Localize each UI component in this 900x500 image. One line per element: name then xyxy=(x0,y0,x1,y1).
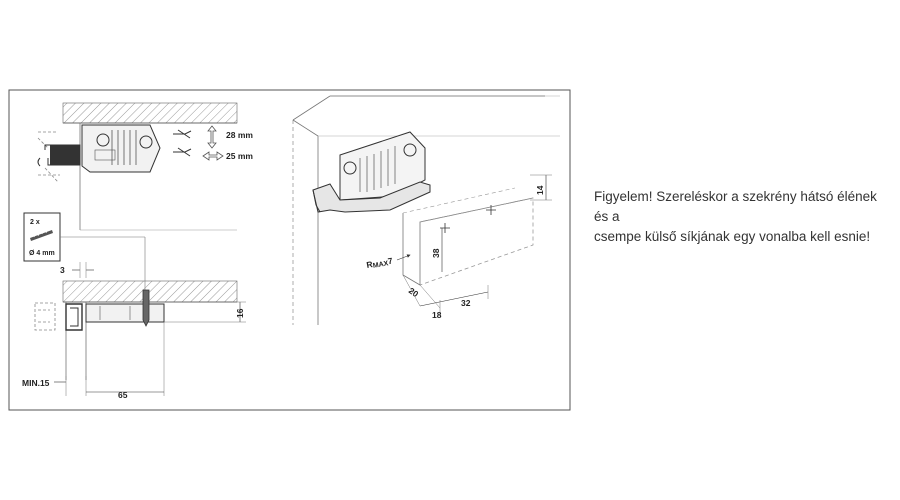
dim-32: 32 xyxy=(461,298,471,308)
top-cabinet-hatch xyxy=(62,102,238,124)
note-line-2: csempe külső síkjának egy vonalba kell e… xyxy=(594,229,871,244)
dim-3: 3 xyxy=(60,265,65,275)
dim-20: 20 xyxy=(407,285,421,299)
screw-icon xyxy=(142,289,150,327)
radius-prefix: R xyxy=(366,259,374,270)
dim-28mm: 28 mm xyxy=(226,130,253,140)
top-left-detail: 28 mm 25 mm xyxy=(37,102,253,231)
dim-14: 14 xyxy=(535,185,545,195)
dim-25mm: 25 mm xyxy=(226,151,253,161)
mounting-note: Figyelem! Szereléskor a szekrény hátsó é… xyxy=(594,187,894,247)
dim-16: 16 xyxy=(235,308,245,318)
drawing-frame xyxy=(8,89,571,411)
screw-count-label: 2 x xyxy=(30,219,40,226)
adjust-arrows-icon xyxy=(202,125,224,161)
screw-diameter-label: Ø 4 mm xyxy=(29,250,55,257)
bottom-left-detail: 3 16 MIN.15 65 xyxy=(22,262,246,400)
isometric-detail: 14 38 RMAX7 20 18 32 xyxy=(292,95,560,325)
top-bracket xyxy=(81,124,161,173)
screw-callout: 2 x Ø 4 mm xyxy=(23,212,146,292)
dim-38: 38 xyxy=(431,248,441,258)
dim-18: 18 xyxy=(432,310,442,320)
dim-65: 65 xyxy=(118,390,128,400)
bottom-bracket xyxy=(85,303,165,323)
radius-sub: MAX xyxy=(372,260,389,270)
radius-value: 7 xyxy=(387,255,394,266)
screwdriver-icon xyxy=(173,129,192,157)
note-line-1: Figyelem! Szereléskor a szekrény hátsó é… xyxy=(594,189,877,224)
bottom-cabinet-hatch xyxy=(62,280,238,303)
svg-text:RMAX7: RMAX7 xyxy=(366,255,394,270)
dim-min15: MIN.15 xyxy=(22,378,50,388)
